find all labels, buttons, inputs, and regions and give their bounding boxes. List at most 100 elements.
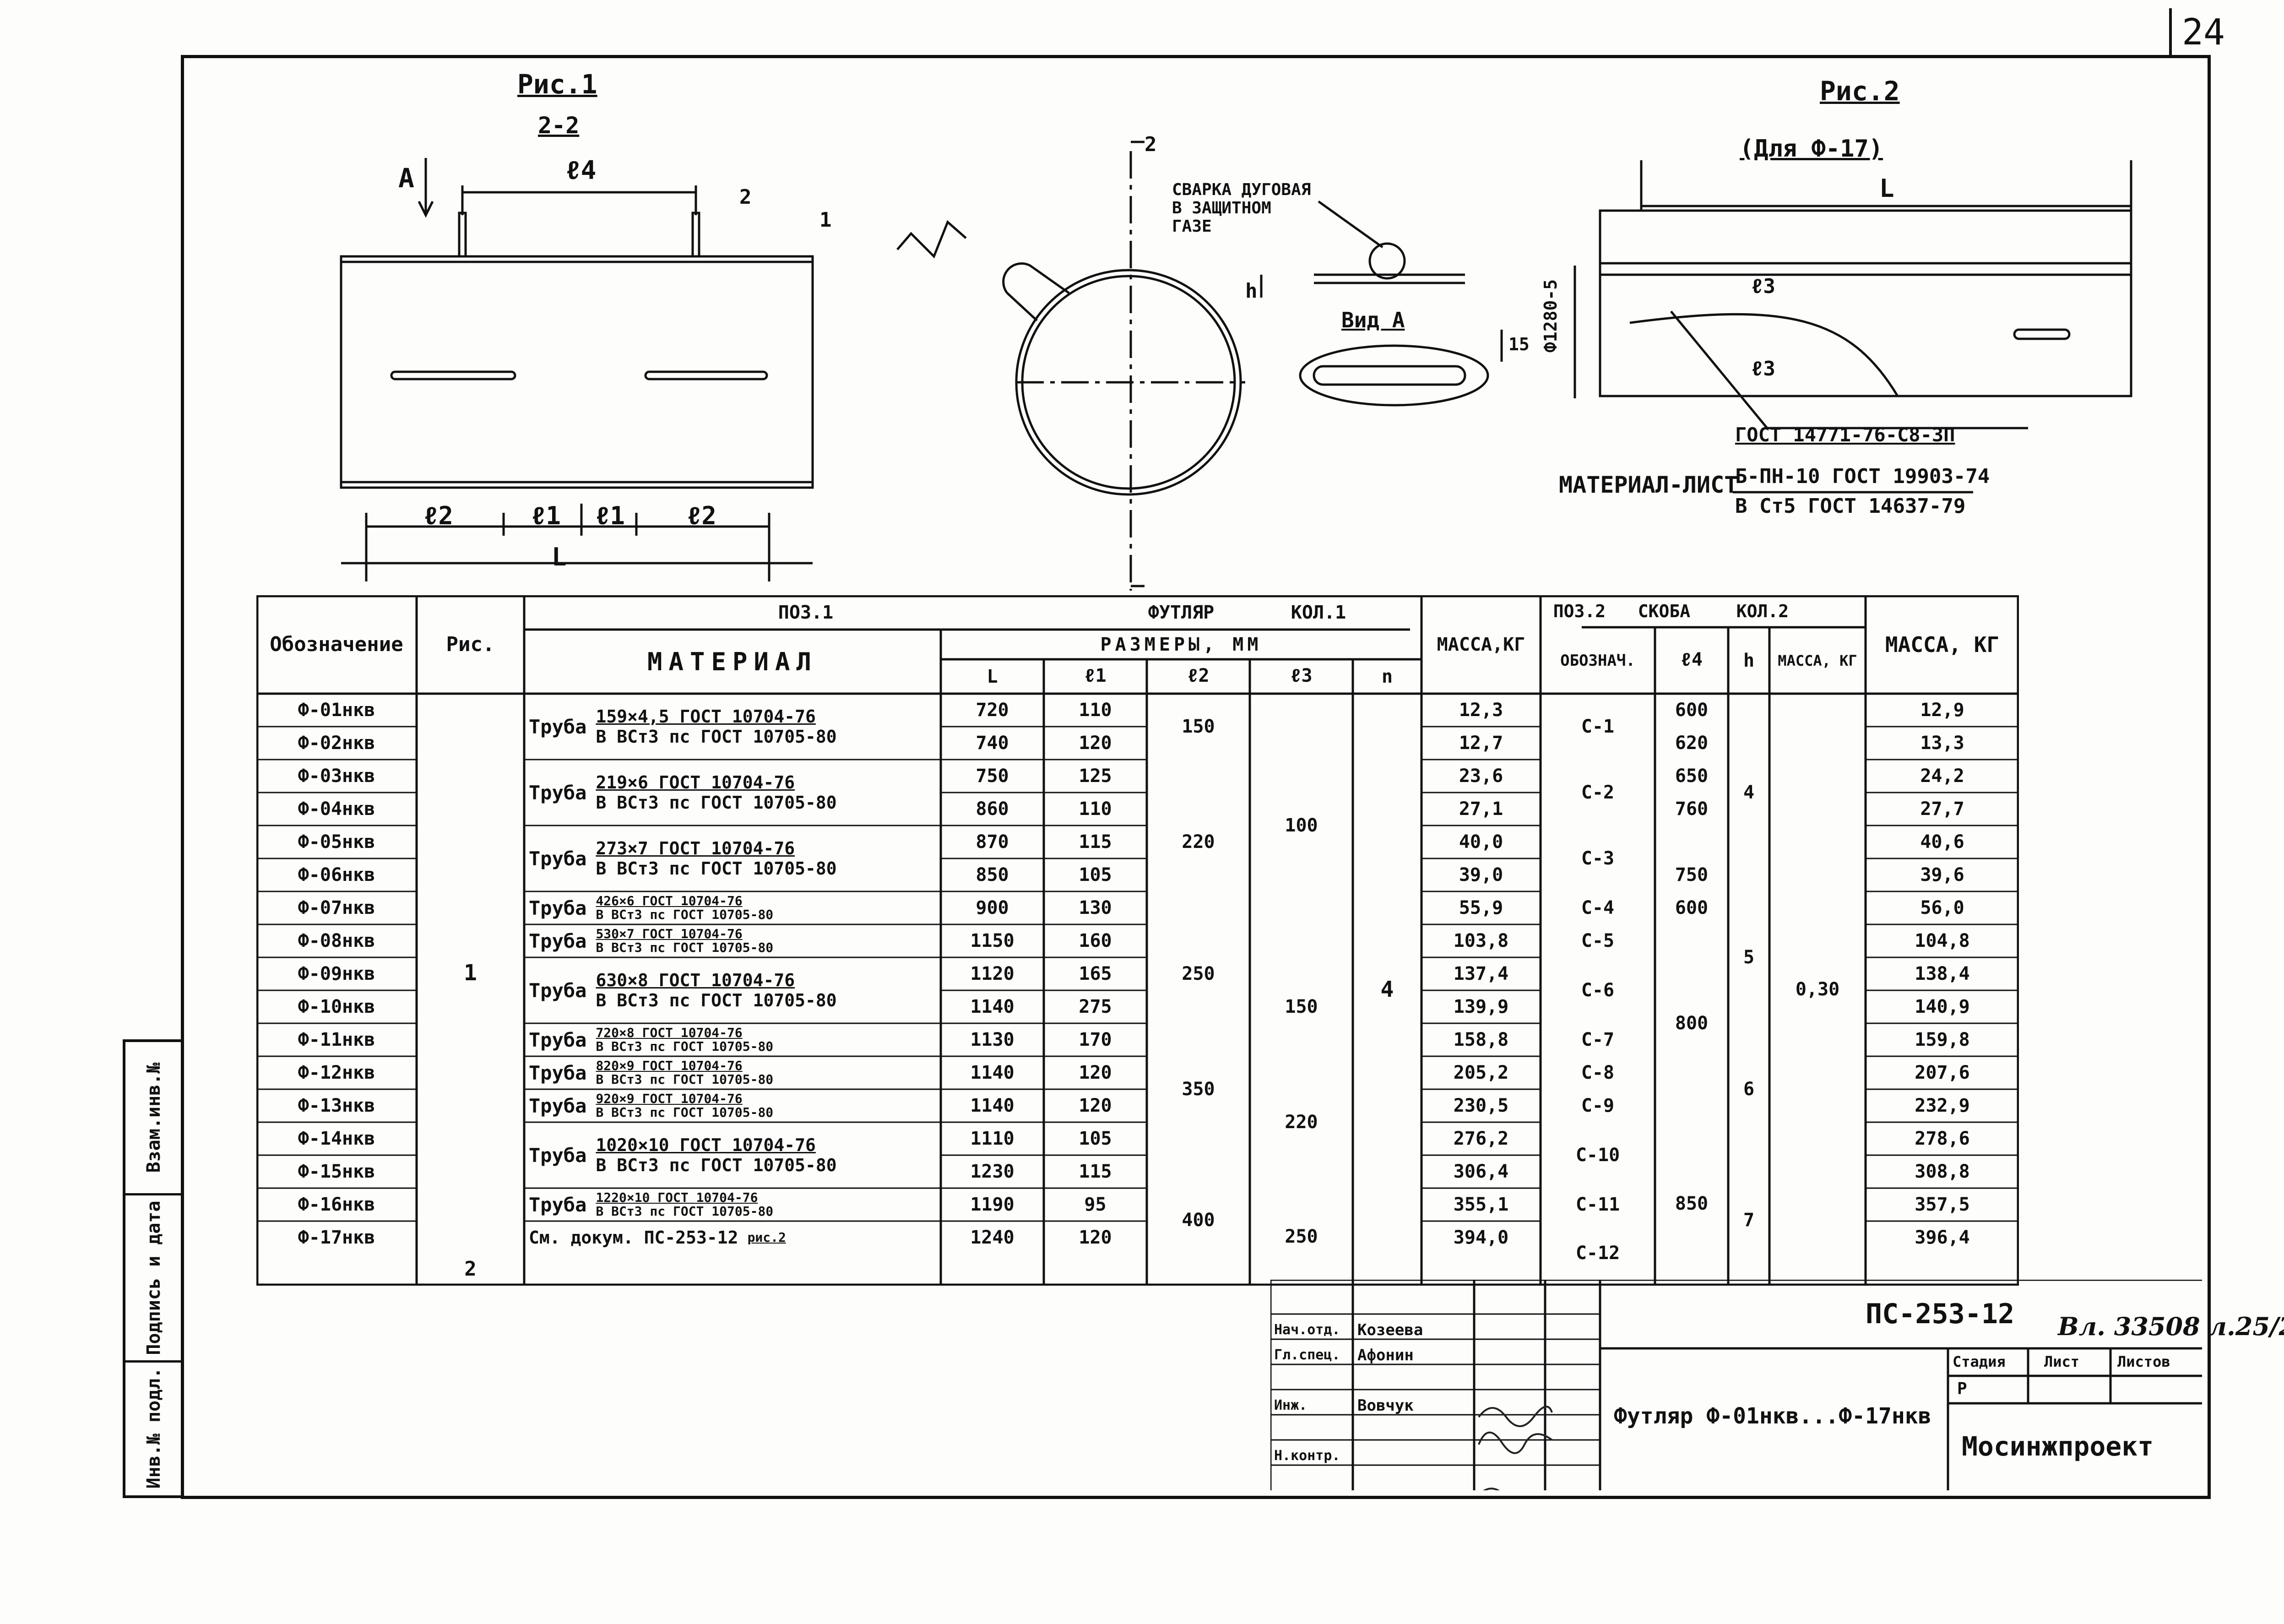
bracket-mass: 0,30 — [1795, 979, 1840, 1000]
row-mass: 394,0 — [1453, 1227, 1509, 1248]
row-mass: 103,8 — [1453, 930, 1509, 951]
l4-value: 650 — [1675, 766, 1709, 787]
row-mass: 230,5 — [1453, 1095, 1509, 1116]
material-spec-bottom: В ВСт3 пс ГОСТ 10705-80 — [596, 990, 837, 1010]
page-number-box: 24 — [2169, 8, 2227, 56]
row-l1: 170 — [1079, 1029, 1112, 1050]
row-designation: Ф-05нкв — [298, 831, 375, 853]
header-pos2: ПОЗ.2 — [1553, 601, 1606, 621]
l4-value: 760 — [1675, 798, 1709, 820]
title-block-grid — [1270, 1280, 2202, 1490]
row-designation: Ф-07нкв — [298, 897, 375, 918]
material-prefix: Труба — [529, 1094, 587, 1117]
material-spec-top: 530×7 ГОСТ 10704-76 — [596, 926, 743, 941]
row-l1: 110 — [1079, 700, 1112, 721]
row-designation: Ф-16нкв — [298, 1194, 375, 1215]
fig1-bracket-left — [390, 370, 516, 380]
row-designation: Ф-02нкв — [298, 733, 375, 754]
row-total-mass: 12,9 — [1920, 700, 1964, 721]
bracket-id: С-10 — [1575, 1145, 1620, 1166]
organization: Мосинжпроект — [1962, 1431, 2154, 1462]
l4-value: 800 — [1675, 1013, 1709, 1034]
row-length: 720 — [976, 700, 1009, 721]
row-l1: 165 — [1079, 963, 1112, 984]
bracket-id: С-7 — [1581, 1029, 1615, 1050]
fig2-leader-note: ГОСТ 14771-76-С8-ЗП — [1735, 424, 1955, 446]
row-length: 740 — [976, 733, 1009, 754]
material-spec: рис.2 — [748, 1231, 786, 1244]
fig2-subtitle: (Для Ф-17) — [1740, 135, 1883, 163]
row-total-mass: 159,8 — [1915, 1029, 1970, 1050]
role-head-of-dept: Нач.отд. — [1274, 1322, 1340, 1338]
header-total-mass: МАССА, КГ — [1885, 632, 2000, 657]
header-qty2: КОЛ.2 — [1736, 601, 1789, 621]
weld-dim-h: h — [1245, 279, 1258, 303]
row-l1: 275 — [1079, 996, 1112, 1017]
row-length: 1130 — [970, 1029, 1015, 1050]
side-stamp-cell-signature: Подпись и дата — [125, 1195, 183, 1363]
fig1-dim-l2-left: ℓ2 — [423, 501, 453, 530]
fig1-title: Рис.1 — [517, 69, 597, 100]
material-spec-bottom: В ВСт3 пс ГОСТ 10705-80 — [596, 793, 837, 813]
fig2-dim-L: L — [1879, 174, 1894, 203]
h-value: 7 — [1743, 1210, 1755, 1231]
row-length: 1240 — [970, 1227, 1015, 1248]
material-spec-top: 720×8 ГОСТ 10704-76 — [596, 1025, 743, 1040]
material-spec-bottom: В ВСт3 пс ГОСТ 10705-80 — [596, 1039, 774, 1054]
fig1-dim-l1-right: ℓ1 — [595, 501, 625, 530]
row-total-mass: 24,2 — [1920, 766, 1964, 787]
row-total-mass: 27,7 — [1920, 798, 1964, 820]
role-chief-specialist: Гл.спец. — [1274, 1347, 1340, 1363]
header-qty1: КОЛ.1 — [1291, 602, 1346, 623]
material-spec-bottom: В ВСт3 пс ГОСТ 10705-80 — [596, 727, 837, 747]
material-spec-top: 273×7 ГОСТ 10704-76 — [596, 838, 795, 858]
row-designation: Ф-12нкв — [298, 1062, 375, 1083]
header-fig: Рис. — [446, 633, 495, 656]
name-vovchuk: Вовчук — [1357, 1396, 1414, 1415]
row-total-mass: 138,4 — [1915, 963, 1970, 984]
row-total-mass: 396,4 — [1915, 1227, 1970, 1248]
material-prefix: Труба — [529, 1061, 587, 1084]
row-l1: 105 — [1079, 1128, 1112, 1149]
row-designation: Ф-04нкв — [298, 798, 375, 820]
row-l1: 115 — [1079, 1161, 1112, 1182]
row-l1: 110 — [1079, 798, 1112, 820]
bracket-id: С-9 — [1581, 1095, 1615, 1116]
row-total-mass: 39,6 — [1920, 864, 1964, 885]
material-prefix: Труба — [529, 847, 587, 870]
bracket-id: С-2 — [1581, 782, 1615, 803]
row-length: 1190 — [970, 1194, 1015, 1215]
header-case: ФУТЛЯР — [1148, 602, 1215, 623]
h-value: 4 — [1743, 782, 1755, 803]
row-length: 750 — [976, 766, 1009, 787]
weld-note: СВАРКА ДУГОВАЯ В ЗАЩИТНОМ ГАЗЕ — [1172, 180, 1311, 236]
fig1-dim-L: L — [552, 543, 567, 571]
fig-value-2: 2 — [464, 1257, 477, 1281]
bracket-id: С-1 — [1581, 716, 1615, 737]
material-spec-top: 219×6 ГОСТ 10704-76 — [596, 772, 795, 793]
header-dimensions: РАЗМЕРЫ, ММ — [1100, 634, 1262, 655]
bracket-id: С-12 — [1575, 1243, 1620, 1264]
bracket-id: С-11 — [1575, 1194, 1620, 1215]
row-designation: Ф-10нкв — [298, 996, 375, 1017]
stage-value: Р — [1957, 1380, 1967, 1398]
row-length: 1110 — [970, 1128, 1015, 1149]
fig2-dim-l3-top: ℓ3 — [1751, 275, 1775, 298]
specification-table: Обозначение Рис. ПОЗ.1 ФУТЛЯР КОЛ.1 МАТЕ… — [256, 595, 2019, 1286]
header-mass: МАССА,КГ — [1437, 634, 1525, 655]
material-prefix: Труба — [529, 715, 587, 738]
fig1-callout-2: 2 — [739, 185, 752, 209]
